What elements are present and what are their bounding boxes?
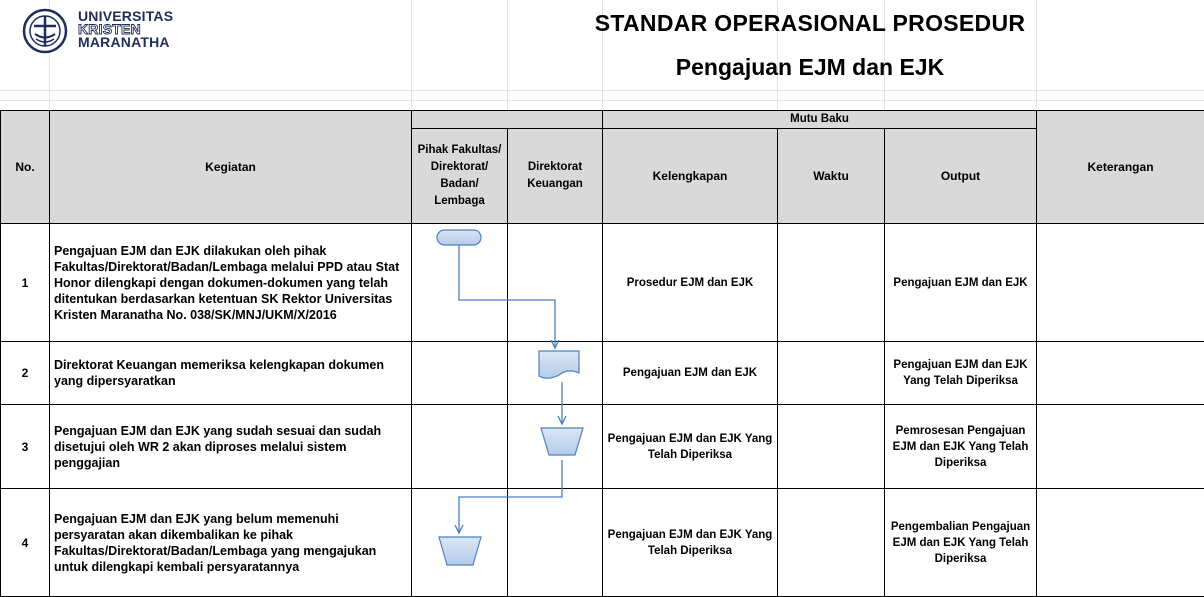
header-direktorat: Direktorat Keuangan <box>508 129 603 224</box>
header-mutu-baku: Mutu Baku <box>603 111 1037 129</box>
lane-pihak-cell <box>412 342 508 405</box>
sop-table: No. Kegiatan Mutu Baku Keterangan Pihak … <box>0 110 1204 597</box>
row-waktu <box>778 489 885 597</box>
row-number: 2 <box>1 342 50 405</box>
header-kelengkapan: Kelengkapan <box>603 129 778 224</box>
header-output: Output <box>885 129 1037 224</box>
row-kelengkapan: Pengajuan EJM dan EJK Yang Telah Diperik… <box>603 405 778 489</box>
row-kegiatan: Pengajuan EJM dan EJK dilakukan oleh pih… <box>50 224 412 342</box>
logo-line-3: MARANATHA <box>78 36 173 49</box>
lane-direktorat-cell <box>508 405 603 489</box>
sheet-gridline <box>0 90 1204 91</box>
row-kelengkapan: Prosedur EJM dan EJK <box>603 224 778 342</box>
table-row: 3 Pengajuan EJM dan EJK yang sudah sesua… <box>1 405 1204 489</box>
lane-direktorat-cell <box>508 489 603 597</box>
header-waktu: Waktu <box>778 129 885 224</box>
document-title: STANDAR OPERASIONAL PROSEDUR <box>480 10 1140 37</box>
row-waktu <box>778 342 885 405</box>
row-kelengkapan: Pengajuan EJM dan EJK Yang Telah Diperik… <box>603 489 778 597</box>
row-output: Pengajuan EJM dan EJK Yang Telah Diperik… <box>885 342 1037 405</box>
row-kegiatan: Pengajuan EJM dan EJK yang sudah sesuai … <box>50 405 412 489</box>
row-keterangan <box>1037 489 1204 597</box>
row-kelengkapan: Pengajuan EJM dan EJK <box>603 342 778 405</box>
table-row: 4 Pengajuan EJM dan EJK yang belum memen… <box>1 489 1204 597</box>
lane-pihak-cell <box>412 224 508 342</box>
header-pihak: Pihak Fakultas/ Direktorat/ Badan/ Lemba… <box>412 129 508 224</box>
sheet-gridline <box>0 100 1204 101</box>
row-keterangan <box>1037 342 1204 405</box>
lane-pihak-cell <box>412 489 508 597</box>
row-kegiatan: Direktorat Keuangan memeriksa kelengkapa… <box>50 342 412 405</box>
row-output: Pemrosesan Pengajuan EJM dan EJK Yang Te… <box>885 405 1037 489</box>
lane-direktorat-cell <box>508 342 603 405</box>
lane-direktorat-cell <box>508 224 603 342</box>
row-number: 1 <box>1 224 50 342</box>
sheet-gridline <box>411 0 412 110</box>
header-keterangan: Keterangan <box>1037 111 1204 224</box>
header-pelaksana-group <box>412 111 603 129</box>
header-kegiatan: Kegiatan <box>50 111 412 224</box>
row-number: 4 <box>1 489 50 597</box>
table-row: 1 Pengajuan EJM dan EJK dilakukan oleh p… <box>1 224 1204 342</box>
row-keterangan <box>1037 224 1204 342</box>
row-output: Pengajuan EJM dan EJK <box>885 224 1037 342</box>
row-waktu <box>778 405 885 489</box>
header-no: No. <box>1 111 50 224</box>
row-keterangan <box>1037 405 1204 489</box>
university-name: UNIVERSITAS KRISTEN MARANATHA <box>78 10 173 49</box>
row-number: 3 <box>1 405 50 489</box>
university-logo: UNIVERSITAS KRISTEN MARANATHA <box>22 6 192 60</box>
university-seal-icon <box>22 8 68 54</box>
row-waktu <box>778 224 885 342</box>
lane-pihak-cell <box>412 405 508 489</box>
row-kegiatan: Pengajuan EJM dan EJK yang belum memenuh… <box>50 489 412 597</box>
row-output: Pengembalian Pengajuan EJM dan EJK Yang … <box>885 489 1037 597</box>
table-row: 2 Direktorat Keuangan memeriksa kelengka… <box>1 342 1204 405</box>
document-subtitle: Pengajuan EJM dan EJK <box>480 54 1140 81</box>
